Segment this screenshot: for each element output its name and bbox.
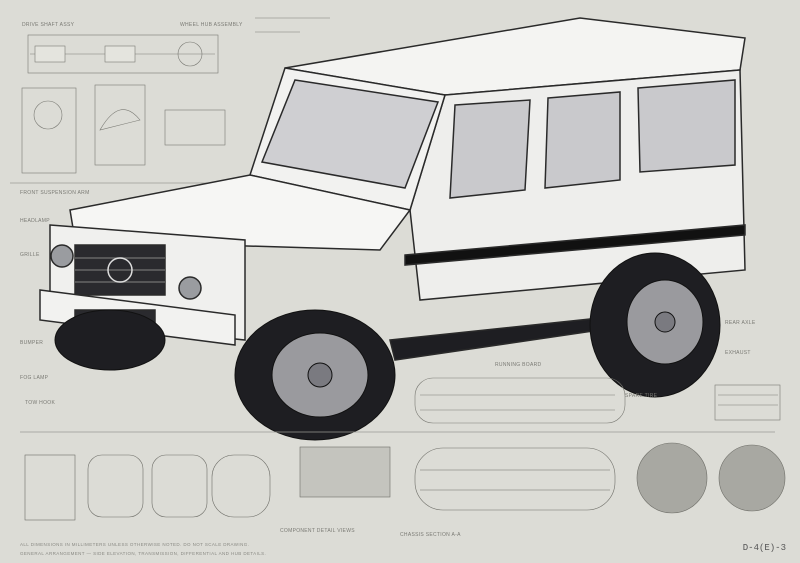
front-wheel (234, 309, 396, 441)
section-title-right: CHASSIS SECTION A-A (400, 532, 461, 538)
callout-fog-lamp: FOG LAMP (20, 375, 49, 381)
rear-wheel (589, 252, 721, 398)
callout-headlamp: HEADLAMP (20, 218, 50, 224)
callout-grille: GRILLE (20, 252, 40, 258)
front-left-tire (54, 309, 166, 371)
section-title-left: COMPONENT DETAIL VIEWS (280, 528, 355, 534)
heading-front-suspension: FRONT SUSPENSION ARM (20, 190, 90, 196)
callout-tow-hook: TOW HOOK (25, 400, 56, 406)
callout-running-board: RUNNING BOARD (495, 362, 542, 368)
callout-spare-tire: SPARE TIRE (625, 393, 658, 399)
sheet-number: D-4(E)-3 (742, 543, 786, 553)
right-side-drawings (414, 377, 781, 424)
callout-bumper: BUMPER (20, 340, 44, 346)
notes-line-1: ALL DIMENSIONS IN MILLIMETERS UNLESS OTH… (20, 542, 250, 547)
callout-exhaust: EXHAUST (725, 350, 751, 356)
bottom-drawings (24, 442, 786, 521)
top-left-drawings (10, 34, 240, 184)
callout-rear-axle: REAR AXLE (725, 320, 756, 326)
notes-line-2: GENERAL ARRANGEMENT — SIDE ELEVATION, TR… (20, 551, 267, 556)
top-right-notes (255, 17, 330, 33)
heading-wheel-hub: WHEEL HUB ASSEMBLY (180, 22, 243, 28)
heading-drive-shaft: DRIVE SHAFT ASSY (22, 22, 75, 28)
vehicle (39, 17, 746, 361)
